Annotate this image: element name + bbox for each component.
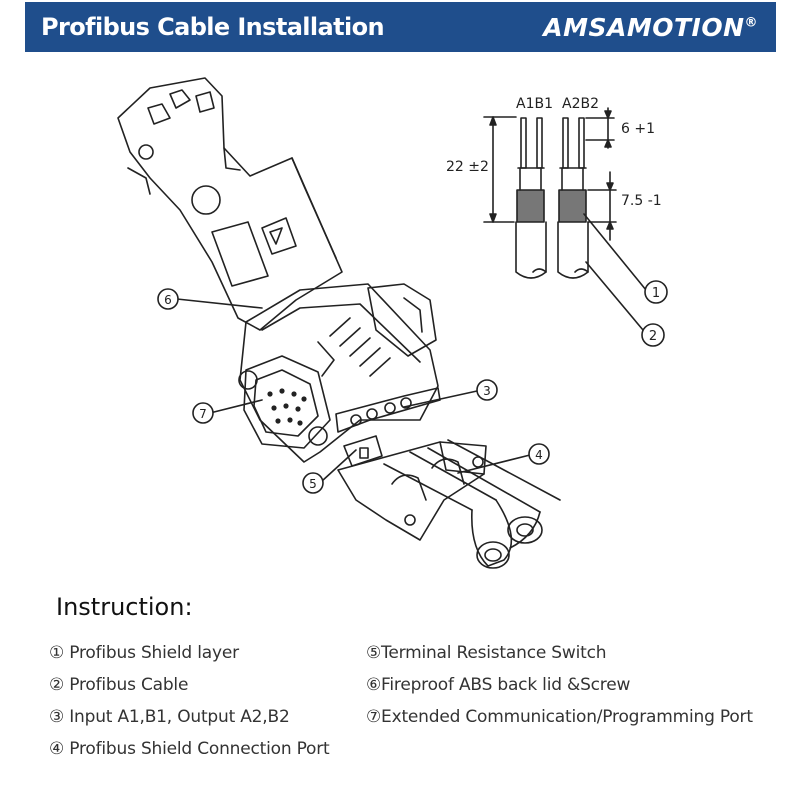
brand-logo: AMSAMOTION® bbox=[543, 13, 758, 42]
callout-markers: 1 2 3 4 5 6 7 bbox=[157, 280, 668, 494]
legend-item-2: ② Profibus Cable bbox=[49, 675, 189, 695]
svg-text:5: 5 bbox=[309, 477, 317, 491]
callout-6: 6 bbox=[157, 288, 179, 310]
callout-leaders bbox=[176, 298, 531, 482]
callout-1: 1 bbox=[644, 280, 668, 304]
callout-4: 4 bbox=[528, 443, 550, 465]
label-a1b1: A1B1 bbox=[516, 96, 553, 112]
svg-text:1: 1 bbox=[652, 286, 660, 301]
legend-item-5: ⑤Terminal Resistance Switch bbox=[366, 643, 607, 663]
callout-3: 3 bbox=[476, 379, 498, 401]
dim-total-label: 22 ±2 bbox=[446, 159, 489, 175]
dim-shield-label: 7.5 -1 bbox=[621, 193, 662, 209]
legend-item-1: ① Profibus Shield layer bbox=[49, 643, 239, 663]
label-a2b2: A2B2 bbox=[562, 96, 599, 112]
svg-text:2: 2 bbox=[649, 329, 657, 344]
legend-item-3: ③ Input A1,B1, Output A2,B2 bbox=[49, 707, 290, 727]
dim-strip-label: 6 +1 bbox=[621, 121, 655, 137]
legend-item-6: ⑥Fireproof ABS back lid &Screw bbox=[366, 675, 631, 695]
svg-text:4: 4 bbox=[535, 448, 543, 462]
svg-text:7: 7 bbox=[199, 407, 207, 421]
header-bar: Profibus Cable Installation AMSAMOTION® bbox=[25, 2, 776, 52]
cable-detail-drawing bbox=[483, 107, 647, 331]
callout-7: 7 bbox=[192, 402, 214, 424]
page-title: Profibus Cable Installation bbox=[41, 13, 385, 41]
instruction-title: Instruction: bbox=[56, 593, 193, 621]
brand-name: AMSAMOTION bbox=[543, 13, 745, 42]
svg-text:3: 3 bbox=[483, 384, 491, 398]
callout-5: 5 bbox=[302, 472, 324, 494]
callout-2: 2 bbox=[641, 323, 665, 347]
legend-item-4: ④ Profibus Shield Connection Port bbox=[49, 739, 330, 759]
connector-body bbox=[117, 77, 561, 569]
svg-text:6: 6 bbox=[164, 293, 172, 307]
registered-mark: ® bbox=[744, 15, 758, 31]
legend-item-7: ⑦Extended Communication/Programming Port bbox=[366, 707, 753, 727]
